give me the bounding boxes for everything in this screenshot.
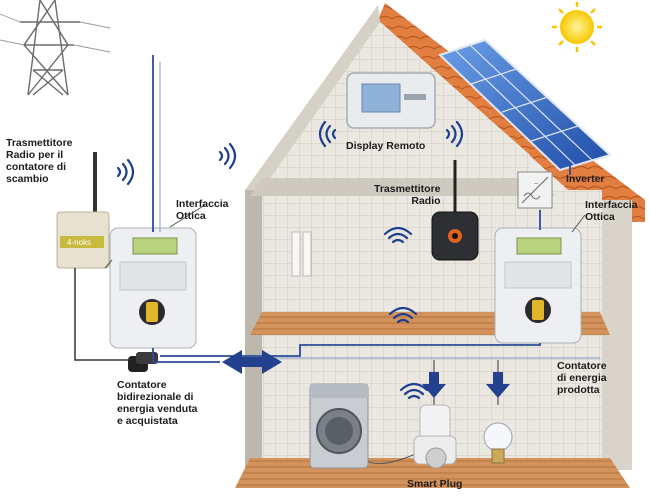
wifi-signal-icon: [399, 382, 429, 400]
remote-display-device: [346, 72, 436, 129]
wifi-signal-icon: [383, 226, 413, 244]
production-meter-device: [494, 227, 582, 344]
attic-floor: [250, 178, 555, 196]
label-production-meter: Contatore di energia prodotta: [557, 360, 607, 396]
bidirectional-arrow: [222, 350, 282, 374]
wifi-signal-icon: [116, 158, 135, 186]
solar-panel: [438, 38, 612, 172]
down-arrow-lamp: [486, 372, 510, 398]
inverter-device: ~: [517, 171, 553, 209]
svg-text:~: ~: [534, 181, 538, 188]
smart-plug-device: [413, 404, 457, 469]
label-smart-plug: Smart Plug: [407, 478, 463, 490]
exchange-meter-transmitter: 4-noks: [56, 152, 110, 269]
label-optical-interface-left: Interfaccia Ottica: [176, 198, 229, 222]
wifi-signal-icon: [445, 120, 464, 148]
label-inverter: Inverter: [566, 173, 605, 185]
wifi-signal-icon: [218, 142, 237, 170]
bidirectional-meter-device: [109, 227, 197, 349]
sun-icon: [552, 2, 602, 52]
power-pylon-icon: [0, 0, 111, 96]
label-radio-transmitter-meter: Trasmettitore Radio per il contatore di …: [6, 137, 73, 185]
light-bulb-icon: [483, 422, 513, 464]
label-optical-interface-right: Interfaccia Ottica: [585, 199, 638, 223]
washing-machine-icon: [309, 383, 369, 469]
label-remote-display: Display Remoto: [346, 140, 426, 152]
wifi-signal-icon: [388, 306, 418, 324]
transmitter-brand: 4-noks: [67, 238, 91, 247]
label-radio-transmitter: Trasmettitore Radio: [374, 183, 441, 207]
wifi-signal-icon: [318, 120, 337, 148]
down-arrow-smartplug: [422, 372, 446, 398]
radio-transmitter-device: [431, 160, 479, 261]
label-bidirectional-meter: Contatore bidirezionale di energia vendu…: [117, 379, 198, 427]
